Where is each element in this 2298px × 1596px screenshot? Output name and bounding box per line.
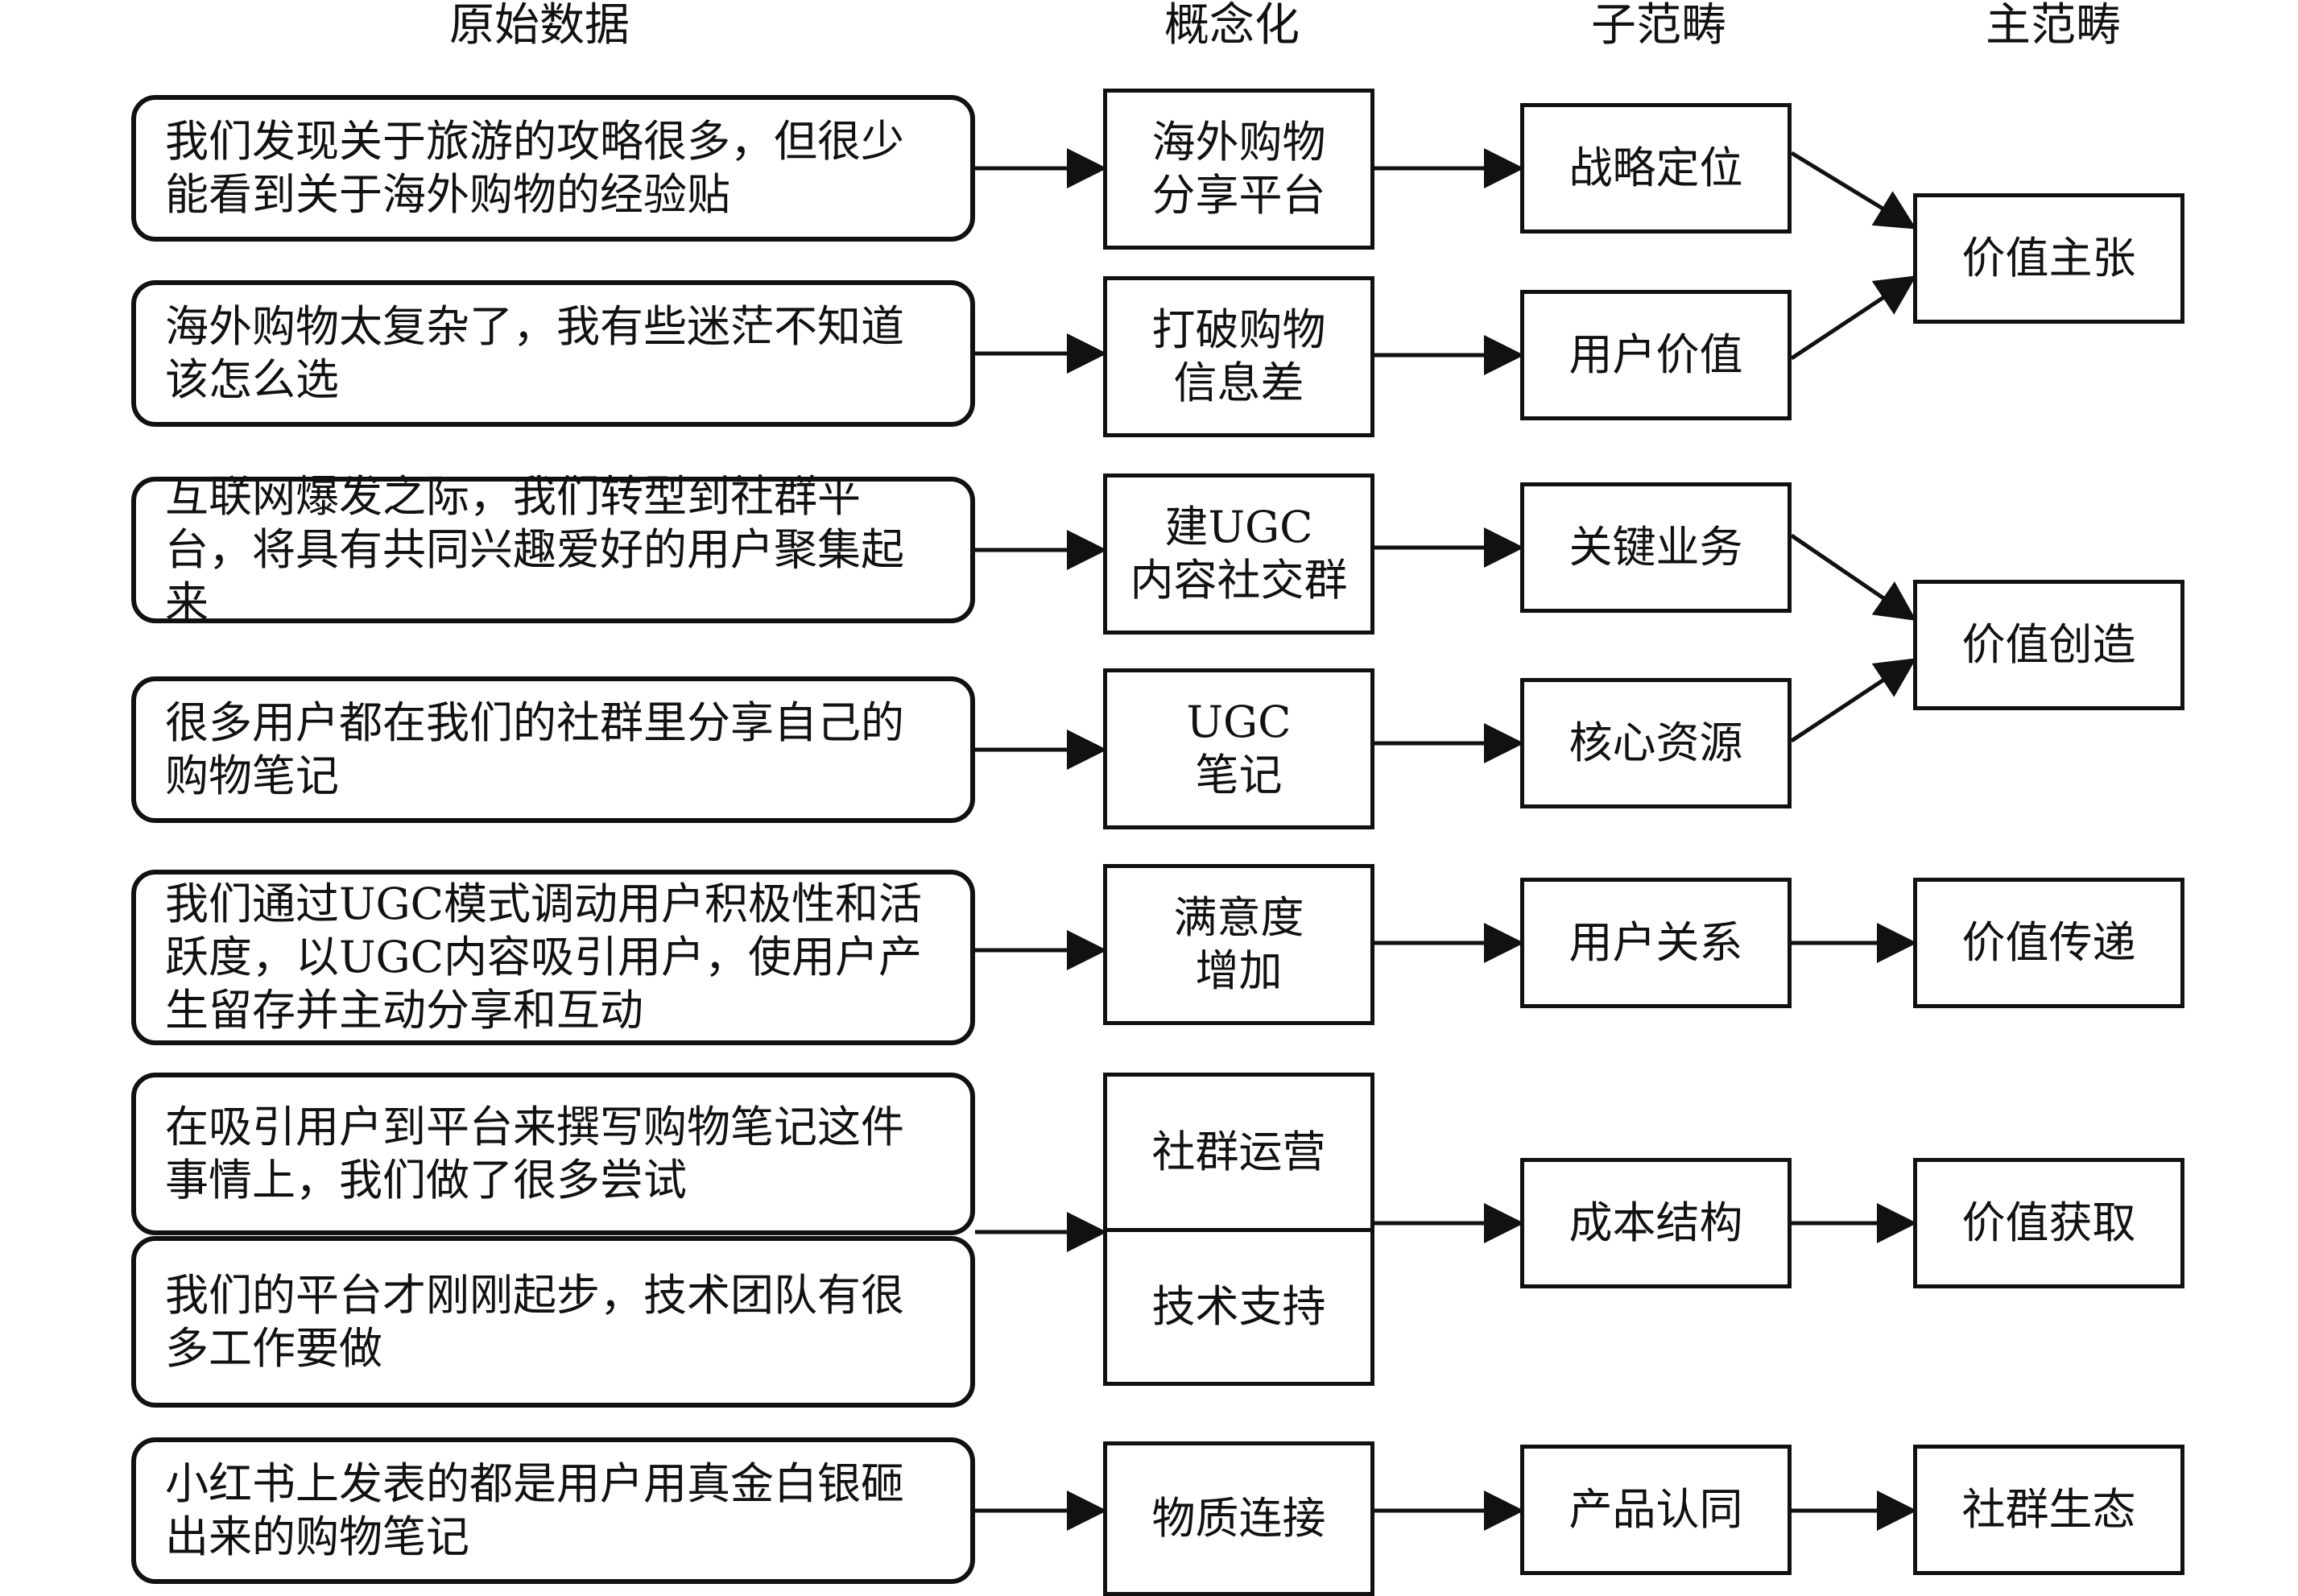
main-category-box-1: 价值主张: [1913, 193, 2184, 324]
raw-data-text-1: 我们发现关于旅游的攻略很多，但很少能看到关于海外购物的经验贴: [165, 116, 904, 220]
sub-category-box-6: 成本结构: [1520, 1158, 1792, 1288]
raw-data-text-3: 互联网爆发之际，我们转型到社群平台，将具有共同兴趣爱好的用户聚集起来: [165, 471, 904, 628]
raw-data-text-8: 小红书上发表的都是用户用真金白银砸出来的购物笔记: [165, 1458, 904, 1562]
sub-category-box-3: 关键业务: [1520, 482, 1792, 613]
raw-data-box-1: 我们发现关于旅游的攻略很多，但很少能看到关于海外购物的经验贴: [131, 95, 975, 242]
raw-data-text-7: 我们的平台才刚刚起步，技术团队有很多工作要做: [165, 1269, 904, 1374]
connector-arrow-15: [1790, 151, 1917, 229]
concept-box-5: 满意度 增加: [1103, 864, 1374, 1025]
main-category-box-2: 价值创造: [1913, 580, 2184, 710]
header-sub-category: 子范畴: [1591, 0, 1726, 52]
concept-box-2: 打破购物 信息差: [1103, 276, 1374, 437]
raw-data-text-2: 海外购物太复杂了，我有些迷茫不知道该怎么选: [165, 301, 904, 405]
connector-arrow-16: [1790, 275, 1917, 361]
sub-category-box-4: 核心资源: [1520, 678, 1792, 808]
sub-category-box-1: 战略定位: [1520, 103, 1792, 234]
raw-data-box-3: 互联网爆发之际，我们转型到社群平台，将具有共同兴趣爱好的用户聚集起来: [131, 471, 975, 628]
concept-box-8: 物质连接: [1103, 1441, 1374, 1596]
main-category-box-3: 价值传递: [1913, 878, 2184, 1008]
header-raw-data: 原始数据: [449, 0, 630, 52]
connector-arrow-17: [1790, 533, 1917, 621]
raw-data-text-6: 在吸引用户到平台来撰写购物笔记这件事情上，我们做了很多尝试: [165, 1102, 904, 1205]
concept-box-1: 海外购物 分享平台: [1103, 89, 1374, 250]
raw-data-box-2: 海外购物太复杂了，我有些迷茫不知道该怎么选: [131, 280, 975, 427]
header-main-category: 主范畴: [1986, 0, 2121, 52]
main-category-box-4: 价值获取: [1913, 1158, 2184, 1288]
connector-arrow-18: [1790, 658, 1917, 743]
sub-category-box-2: 用户价值: [1520, 290, 1792, 420]
concept-box-3: 建UGC 内容社交群: [1103, 473, 1374, 635]
sub-category-box-7: 产品认同: [1520, 1445, 1792, 1575]
concept-box-4: UGC 笔记: [1103, 668, 1374, 829]
concept-box-6: 社群运营: [1103, 1073, 1374, 1232]
concept-box-7: 技术支持: [1103, 1228, 1374, 1386]
raw-data-box-6: 在吸引用户到平台来撰写购物笔记这件事情上，我们做了很多尝试: [131, 1073, 975, 1235]
raw-data-box-7: 我们的平台才刚刚起步，技术团队有很多工作要做: [131, 1236, 975, 1408]
raw-data-text-5: 我们通过UGC模式调动用户积极性和活跃度，以UGC内容吸引用户，使用户产生留存并…: [165, 879, 922, 1036]
main-category-box-5: 社群生态: [1913, 1445, 2184, 1575]
sub-category-box-5: 用户关系: [1520, 878, 1792, 1008]
raw-data-box-5: 我们通过UGC模式调动用户积极性和活跃度，以UGC内容吸引用户，使用户产生留存并…: [131, 870, 975, 1045]
raw-data-box-4: 很多用户都在我们的社群里分享自己的购物笔记: [131, 676, 975, 823]
raw-data-text-4: 很多用户都在我们的社群里分享自己的购物笔记: [165, 697, 904, 801]
header-conceptualization: 概念化: [1164, 0, 1300, 52]
raw-data-box-8: 小红书上发表的都是用户用真金白银砸出来的购物笔记: [131, 1437, 975, 1584]
